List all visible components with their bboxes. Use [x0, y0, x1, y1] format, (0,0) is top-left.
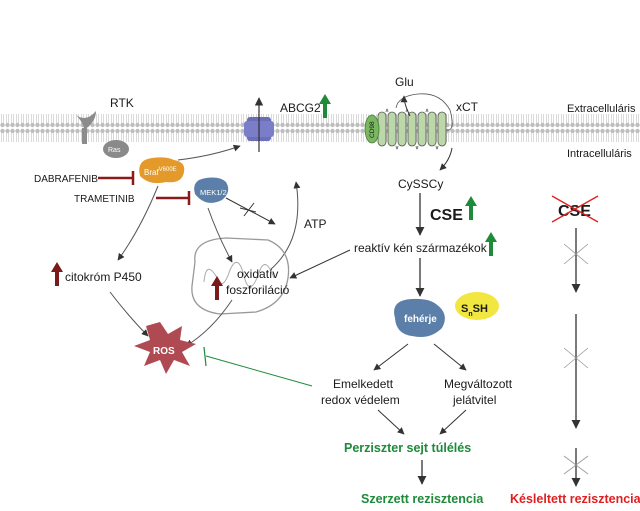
reactive-sulfur-label: reaktív kén származékok [354, 241, 488, 255]
oxphos-up-arrow [211, 276, 223, 300]
redox-label-1: Emelkedett [333, 377, 394, 391]
signal-label-2: jelátvitel [452, 393, 496, 407]
cyp450-to-ros-arrow [109, 291, 149, 337]
mek-label: MEK1/2 [200, 188, 227, 197]
trametinib-label: TRAMETINIB [74, 194, 135, 205]
cd98-label: CD98 [369, 121, 376, 138]
protein-to-signal-arrow [433, 343, 467, 371]
braf-superscript: V600E [159, 167, 177, 173]
dabrafenib-label: DABRAFENIB [34, 174, 98, 185]
glu-label: Glu [395, 75, 414, 89]
rss-to-oxphos-arrow [289, 249, 351, 279]
redox-to-persister-arrow [377, 409, 405, 435]
redox-inhibits-ros [205, 355, 313, 387]
cyp450-label: citokróm P450 [65, 270, 142, 284]
mek-atp-cross-2 [243, 202, 255, 217]
ros-label: ROS [153, 346, 175, 357]
protein-to-redox-arrow [373, 343, 409, 371]
mek-to-oxphos-arrow [207, 207, 233, 263]
cyssscy-import-arrow [439, 147, 453, 171]
rtk-receptor [72, 111, 96, 144]
xct-label: xCT [456, 100, 479, 114]
mek-protein [194, 177, 229, 203]
mitochondrion [191, 237, 290, 315]
rss-up-arrow [485, 232, 497, 256]
atp-label: ATP [304, 217, 326, 231]
cell-membrane [0, 113, 640, 145]
intracellular-label: Intracelluláris [567, 148, 632, 160]
rtk-label: RTK [110, 96, 134, 110]
braf-to-cyp450-arrow [117, 185, 159, 261]
signal-to-persister-arrow [439, 409, 467, 435]
braf-to-abcg2-arrow [177, 144, 241, 161]
ras-label: Ras [108, 147, 121, 154]
xct-antiporter [377, 93, 453, 150]
braf-label: BrafV600E [144, 167, 177, 177]
oxphos-to-atp-arrow [269, 181, 301, 271]
oxphos-label-1: oxidatív [237, 267, 278, 281]
persister-label: Perziszter sejt túlélés [344, 441, 471, 455]
glu-export-arrow [400, 95, 411, 117]
abcg2-label: ABCG2 [280, 101, 321, 115]
cse-up-arrow [465, 196, 477, 220]
abcg2-up-arrow [319, 94, 331, 118]
delayed-cse-label: CSE [558, 203, 591, 220]
cyp450-up-arrow [51, 262, 63, 286]
redox-label-2: redox védelem [321, 393, 400, 407]
protein-shape [394, 298, 445, 337]
signal-label-1: Megváltozott [444, 377, 513, 391]
oxphos-label-2: foszforiláció [226, 283, 290, 297]
extracellular-label: Extracelluláris [567, 103, 636, 115]
oxphos-to-ros-arrow [185, 299, 233, 347]
cd98-subunit [364, 114, 380, 144]
delayed-cse-cross-2 [551, 195, 599, 223]
ras-protein [103, 140, 129, 158]
acquired-resistance-label: Szerzett rezisztencia [361, 492, 484, 506]
delayed-resistance-label: Késleltett rezisztencia [510, 492, 640, 506]
braf-protein [139, 157, 185, 184]
ros-burst [134, 322, 196, 374]
persulfide-label: SnSH [461, 303, 488, 318]
cyssscy-label: CySSCy [398, 177, 443, 191]
protein-label: fehérje [404, 314, 437, 325]
persulfide-group [455, 292, 499, 320]
cse-label: CSE [430, 207, 463, 224]
